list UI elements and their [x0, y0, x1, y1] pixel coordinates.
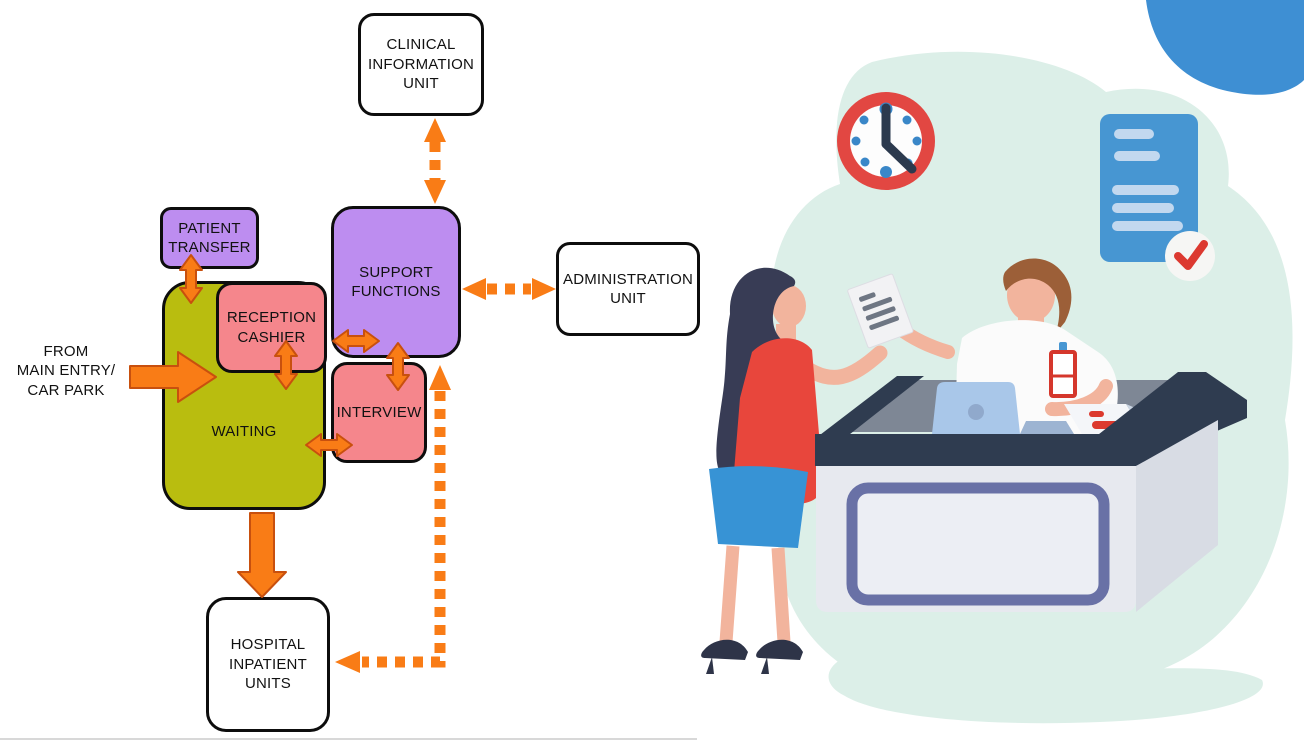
- node-waiting-label: WAITING: [211, 423, 277, 440]
- dotted-arrow-support-administration: [462, 278, 556, 300]
- mint-blob-floor: [828, 650, 1263, 724]
- arrow-waiting-hospital: [237, 512, 287, 598]
- woman-visitor: [701, 267, 888, 674]
- reception-desk: [815, 372, 1247, 612]
- label-from-main-entry: FROM MAIN ENTRY/ CAR PARK: [16, 342, 116, 399]
- laptop-icon: [932, 382, 1074, 434]
- desk-right-edge-bar: [1094, 372, 1247, 466]
- checkmark-icon: [1165, 231, 1215, 281]
- admission-flow-diagram: WAITING RECEPTION CASHIER PATIENT TRANSF…: [0, 13, 700, 740]
- node-patient-transfer: PATIENT TRANSFER: [160, 207, 259, 269]
- receptionist-hair: [1003, 258, 1072, 333]
- id-badge-icon: [1049, 342, 1077, 398]
- document-icon: [1100, 114, 1215, 281]
- reception-illustration: [700, 0, 1304, 749]
- node-support-functions: SUPPORT FUNCTIONS: [331, 206, 461, 358]
- scan-edge-line: [0, 738, 697, 740]
- desk-left-edge-bar: [816, 376, 924, 438]
- woman-face: [772, 285, 806, 327]
- woman-legs: [719, 545, 791, 643]
- clock-icon: [837, 92, 935, 190]
- node-reception-cashier: RECEPTION CASHIER: [216, 282, 327, 373]
- dotted-arrow-support-clinical: [424, 118, 446, 204]
- node-interview: INTERVIEW: [331, 362, 427, 463]
- woman-skirt: [709, 466, 808, 548]
- receptionist-right-arm: [1045, 379, 1113, 417]
- node-hospital-inpatient-units: HOSPITAL INPATIENT UNITS: [206, 597, 330, 732]
- node-clinical-information-unit: CLINICAL INFORMATION UNIT: [358, 13, 484, 116]
- illustration-canvas: [701, 0, 1304, 724]
- desk-front-band: [815, 434, 1136, 466]
- desk-front-frame: [846, 482, 1110, 606]
- woman-shoes: [701, 639, 803, 674]
- woman-shirt: [733, 338, 823, 504]
- handed-paper: [847, 273, 914, 349]
- node-administration-unit: ADMINISTRATION UNIT: [556, 242, 700, 336]
- blue-corner-blob: [1146, 0, 1304, 95]
- desk-side-panel: [1136, 420, 1218, 612]
